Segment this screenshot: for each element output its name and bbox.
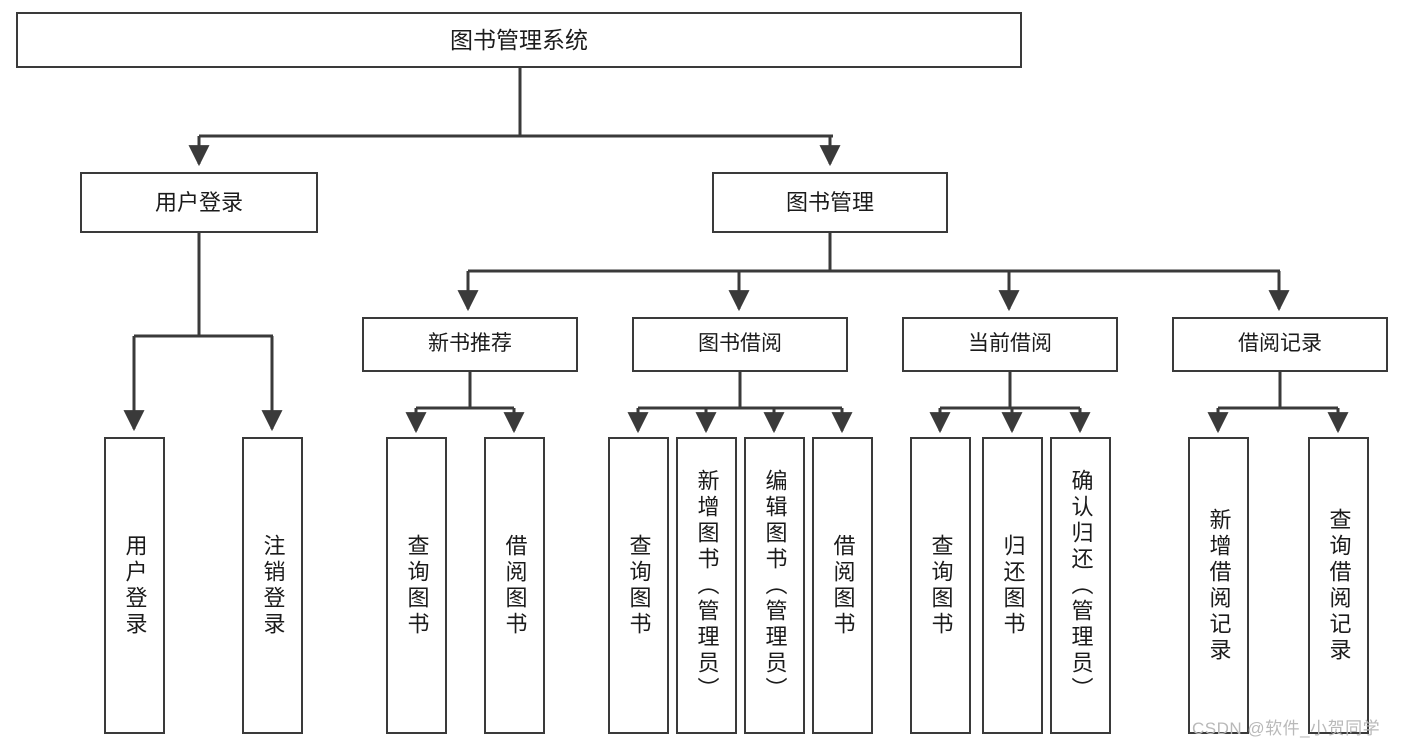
node-label: 归还图书 — [1000, 533, 1026, 638]
node-leaf-confirm-return-admin[interactable]: 确认归还（管理员） — [1050, 437, 1111, 734]
node-label: 查询图书 — [626, 533, 652, 638]
node-label: 借阅记录 — [1238, 332, 1322, 356]
node-label: 借阅图书 — [830, 533, 856, 638]
node-leaf-borrow-book-recommend[interactable]: 借阅图书 — [484, 437, 545, 734]
node-leaf-add-book-admin[interactable]: 新增图书（管理员） — [676, 437, 737, 734]
node-leaf-edit-book-admin[interactable]: 编辑图书（管理员） — [744, 437, 805, 734]
node-leaf-query-book-borrow[interactable]: 查询图书 — [608, 437, 669, 734]
node-leaf-query-book-current[interactable]: 查询图书 — [910, 437, 971, 734]
node-label: 用户登录 — [154, 189, 243, 215]
node-leaf-query-borrow-record[interactable]: 查询借阅记录 — [1308, 437, 1369, 734]
node-label: 编辑图书（管理员） — [762, 468, 788, 703]
node-label: 用户登录 — [122, 533, 148, 638]
csdn-watermark: CSDN @软件_小贺同学 — [1192, 719, 1381, 738]
node-label: 查询图书 — [928, 533, 954, 638]
node-label: 注销登录 — [260, 533, 286, 638]
node-label: 图书借阅 — [698, 332, 782, 356]
node-new-book-recommend[interactable]: 新书推荐 — [362, 317, 578, 372]
node-label: 新增借阅记录 — [1206, 507, 1232, 664]
node-user-login[interactable]: 用户登录 — [80, 172, 318, 233]
node-leaf-return-book[interactable]: 归还图书 — [982, 437, 1043, 734]
node-leaf-query-book-recommend[interactable]: 查询图书 — [386, 437, 447, 734]
node-label: 图书管理系统 — [450, 26, 588, 53]
node-current-borrow[interactable]: 当前借阅 — [902, 317, 1118, 372]
node-book-borrow[interactable]: 图书借阅 — [632, 317, 848, 372]
node-label: 借阅图书 — [502, 533, 528, 638]
node-label: 图书管理 — [785, 189, 874, 215]
node-label: 新增图书（管理员） — [694, 468, 720, 703]
node-label: 新书推荐 — [428, 332, 512, 356]
node-leaf-borrow-book[interactable]: 借阅图书 — [812, 437, 873, 734]
node-book-manage[interactable]: 图书管理 — [712, 172, 948, 233]
node-label: 查询借阅记录 — [1326, 507, 1352, 664]
node-root-system[interactable]: 图书管理系统 — [16, 12, 1022, 68]
node-label: 确认归还（管理员） — [1068, 468, 1094, 703]
node-leaf-user-login[interactable]: 用户登录 — [104, 437, 165, 734]
node-leaf-add-borrow-record[interactable]: 新增借阅记录 — [1188, 437, 1249, 734]
node-label: 当前借阅 — [968, 332, 1052, 356]
node-label: 查询图书 — [404, 533, 430, 638]
node-borrow-record[interactable]: 借阅记录 — [1172, 317, 1388, 372]
node-leaf-user-logout[interactable]: 注销登录 — [242, 437, 303, 734]
